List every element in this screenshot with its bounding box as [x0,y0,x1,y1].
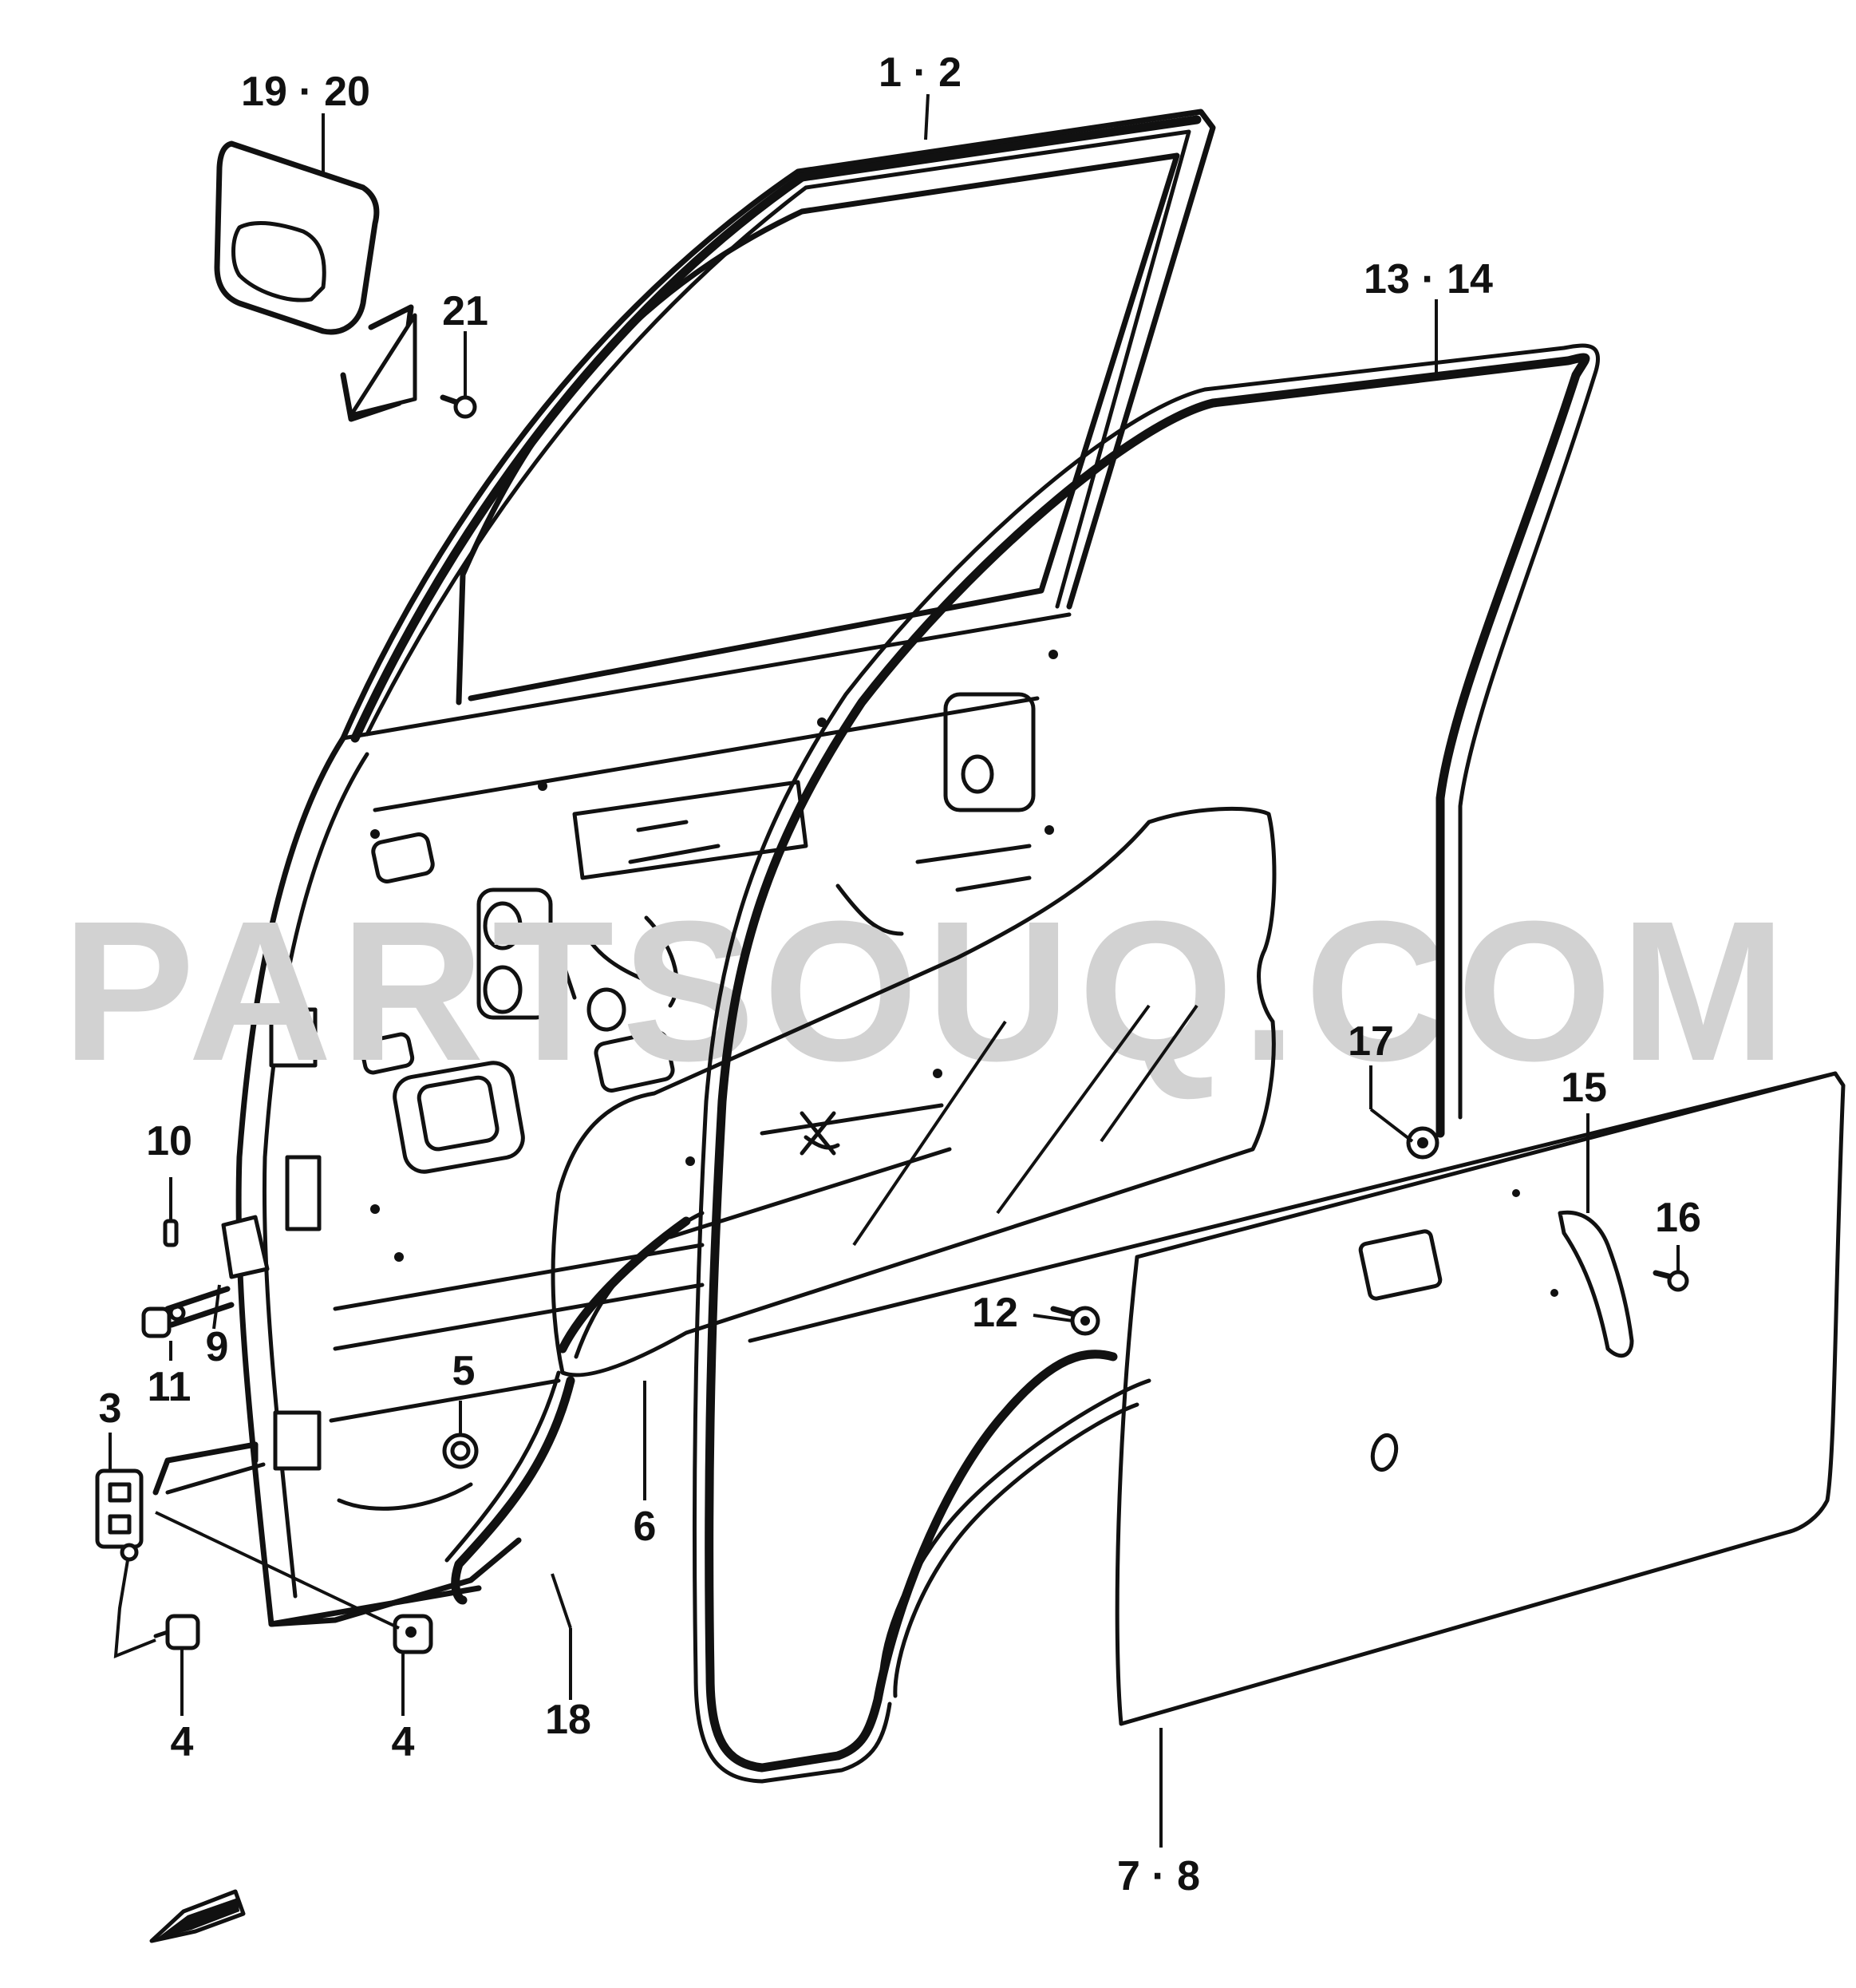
callout-21: 21 [442,288,488,334]
callout-16: 16 [1655,1195,1701,1241]
callout-1-2: 1 · 2 [879,49,962,96]
screw-21 [440,394,477,419]
callout-19-20: 19 · 20 [241,69,370,115]
callout-13-14: 13 · 14 [1364,256,1493,302]
bolt-10 [163,1219,179,1247]
callout-11: 11 [148,1364,192,1410]
watermark: PARTSOUQ.COM [62,879,1795,1102]
leader-lines [109,93,1680,1848]
hinge-3 [95,1441,266,1562]
clip-12 [1050,1306,1100,1336]
hinge-bolt-4-right [393,1614,433,1654]
front-direction-arrow [149,1889,246,1943]
callout-labels: 1 · 2 19 · 20 21 13 · 14 17 15 16 10 9 1… [99,49,1701,1899]
grommet-5 [442,1433,479,1469]
door-panel [235,109,1216,1627]
armrest-15 [1558,1210,1634,1358]
door-check-9 [164,1215,270,1328]
callout-17: 17 [1348,1018,1394,1065]
hinge-bolt-4-left [153,1614,200,1650]
rear-run-channel [444,1370,575,1605]
callout-15: 15 [1561,1065,1607,1111]
nut-11 [141,1304,186,1338]
callout-7-8: 7 · 8 [1117,1853,1200,1899]
door-trim-panel [748,1071,1846,1726]
door-frame-weatherstrip [350,115,1202,743]
callout-9: 9 [206,1324,229,1370]
callout-6: 6 [634,1504,657,1550]
door-inner-sheet [551,806,1277,1377]
callout-18: 18 [545,1697,591,1743]
door-opening-weatherstrip [692,343,1601,1784]
clip-17 [1406,1126,1439,1160]
callout-3: 3 [99,1385,122,1432]
callout-4-left: 4 [171,1719,194,1765]
callout-5: 5 [452,1348,476,1394]
callout-12: 12 [972,1290,1018,1336]
callout-10: 10 [146,1118,192,1164]
callout-4-right: 4 [392,1719,415,1765]
door-mirror [214,140,417,422]
